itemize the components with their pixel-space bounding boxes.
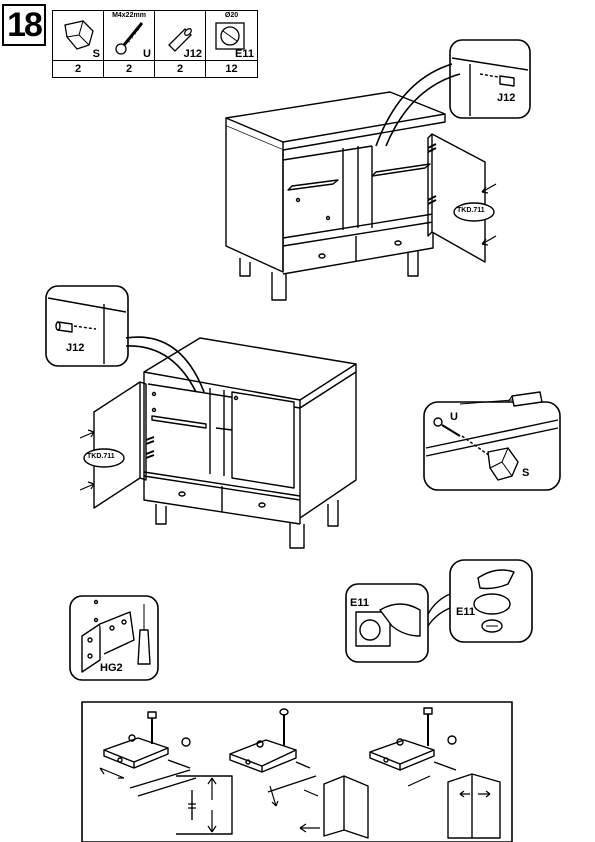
tkd-badge-top: [453, 202, 495, 222]
label-s: S: [522, 467, 530, 479]
detail-hinge: [69, 595, 159, 681]
cap-icon: [215, 22, 245, 50]
parts-table: S 2 M4x22mm U 2 J12 2 Ø20 E11 12: [52, 10, 258, 78]
part-code: J12: [183, 48, 202, 60]
detail-knob: [423, 391, 561, 491]
part-qty: 12: [206, 60, 257, 77]
label-e11-left: E11: [350, 597, 369, 609]
label-u: U: [450, 411, 458, 423]
label-j12-top: J12: [497, 92, 516, 104]
knob-icon: [64, 20, 94, 50]
part-j12: J12 2: [155, 11, 206, 77]
label-e11-right: E11: [456, 606, 475, 618]
part-u: M4x22mm U 2: [104, 11, 155, 77]
label-tkd-top: TKD.711: [457, 207, 485, 214]
part-dimension: M4x22mm: [112, 12, 146, 19]
part-code: S: [92, 48, 100, 60]
screw-icon: [115, 22, 144, 55]
cabinet-top: [225, 91, 497, 301]
dowel-icon: [168, 28, 192, 52]
part-e11: Ø20 E11 12: [206, 11, 257, 77]
label-tkd-mid: TKD.711: [87, 453, 115, 460]
part-qty: 2: [104, 60, 154, 77]
tkd-badge-mid: [83, 448, 125, 468]
label-j12-mid: J12: [66, 342, 85, 354]
detail-cap: [345, 559, 533, 663]
detail-j12-mid: [45, 285, 205, 393]
part-s: S 2: [53, 11, 104, 77]
part-qty: 2: [53, 60, 103, 77]
cabinet-middle: [79, 337, 357, 549]
part-dimension: Ø20: [224, 12, 239, 19]
step-number: 18: [2, 4, 46, 46]
part-qty: 2: [155, 60, 205, 77]
part-code: E11: [235, 48, 254, 60]
hinge-adjust-panel: [81, 701, 513, 842]
label-hinge: HG2: [100, 662, 123, 674]
detail-j12-top: [375, 39, 531, 147]
part-code: U: [143, 48, 151, 60]
